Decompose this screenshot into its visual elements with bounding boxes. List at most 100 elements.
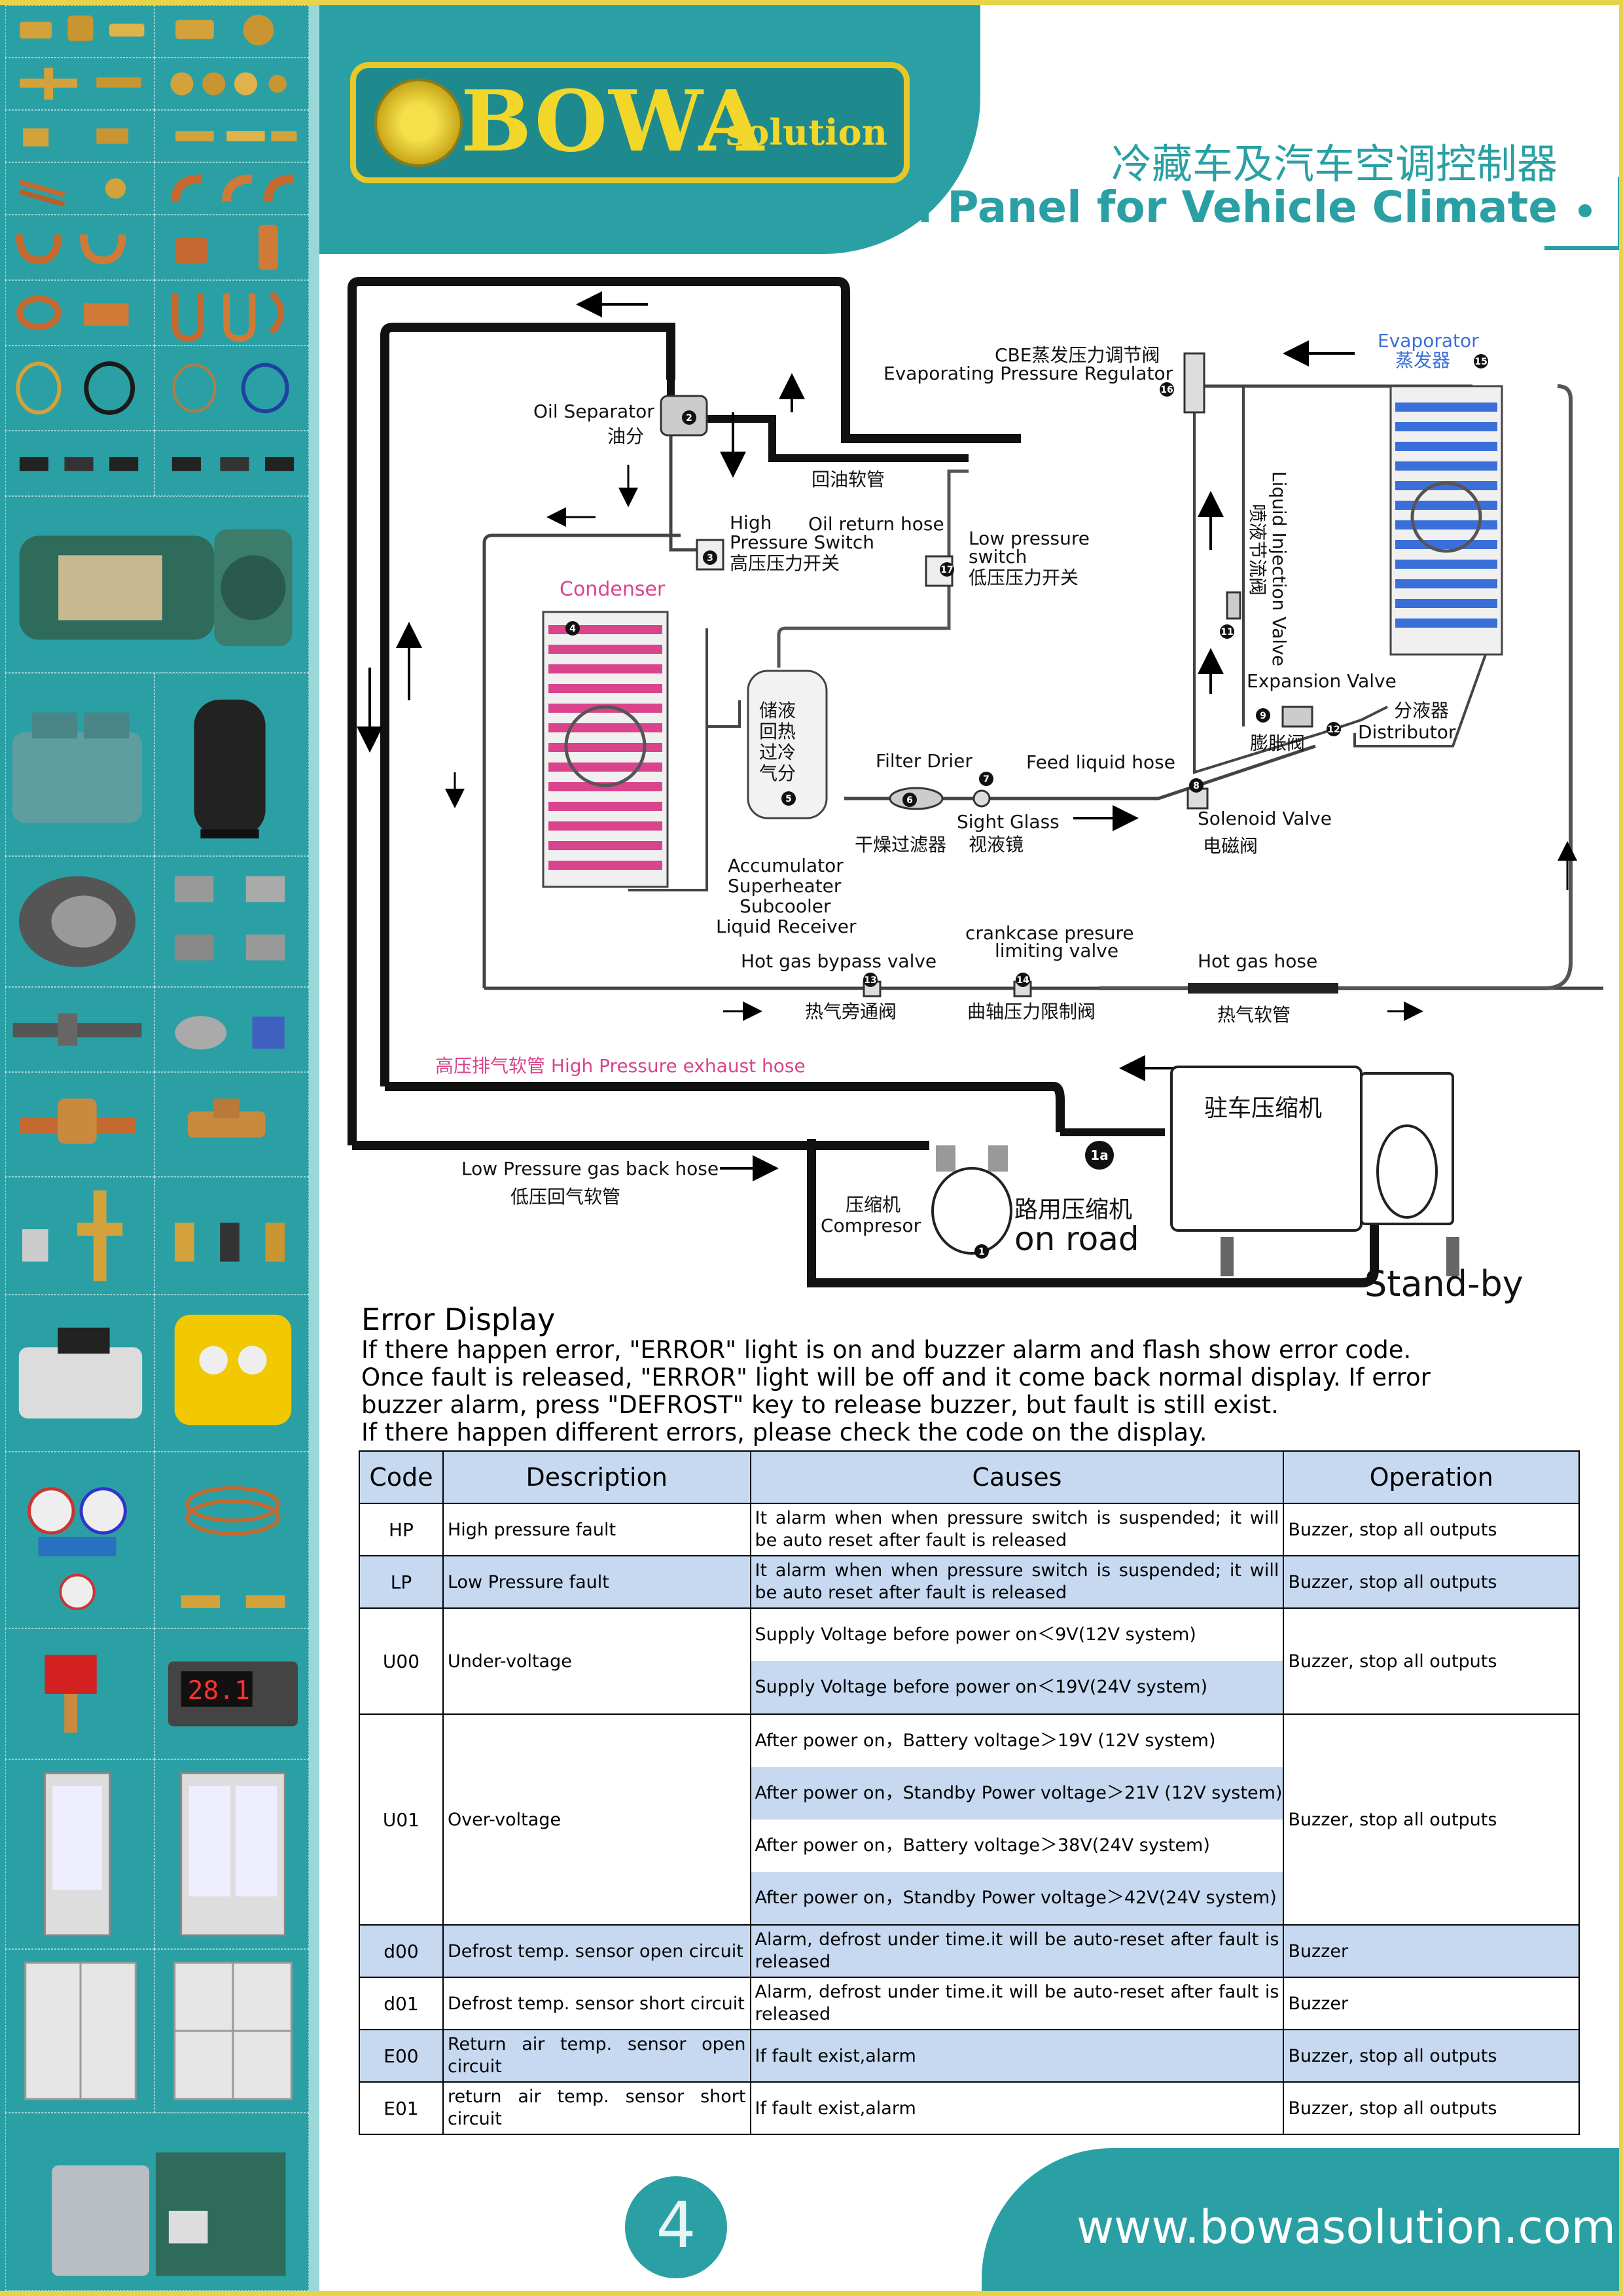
label-compressor-cn: 压缩机 bbox=[846, 1194, 901, 1215]
cell-causes: After power on，Battery voltage＞19V (12V … bbox=[749, 1713, 1285, 1926]
brass-valves-thumb bbox=[154, 110, 309, 162]
label-oil-return: Oil return hose bbox=[808, 513, 944, 535]
cause-text: Alarm, defrost under time.it will be aut… bbox=[755, 1929, 1279, 1972]
cell-code: E01 bbox=[359, 2081, 444, 2135]
logo-word: BOWA bbox=[461, 73, 765, 171]
label-hot-gas-hose-cn: 热气软管 bbox=[1217, 1004, 1291, 1026]
cause-text: Supply Voltage before power on＜19V(24V s… bbox=[751, 1661, 1283, 1713]
label-parking-compressor-cn: 驻车压缩机 bbox=[1204, 1095, 1322, 1122]
valve-plates-thumb bbox=[154, 987, 309, 1072]
label-accumulator-cn-4: 气分 bbox=[759, 762, 796, 784]
marker-8-label: 8 bbox=[1193, 781, 1200, 791]
cell-code: U01 bbox=[359, 1713, 444, 1926]
marker-15-label: 15 bbox=[1474, 357, 1487, 367]
crankshaft-thumb bbox=[5, 987, 154, 1072]
label-oil-return-cn: 回油软管 bbox=[812, 469, 885, 490]
cell-causes: Alarm, defrost under time.it will be aut… bbox=[749, 1924, 1285, 1978]
label-condenser: Condenser bbox=[560, 578, 666, 601]
label-liquid-receiver: Liquid Receiver bbox=[716, 916, 857, 937]
table-row: HP High pressure fault It alarm when whe… bbox=[359, 1503, 1580, 1556]
cell-description: High pressure fault bbox=[442, 1503, 751, 1556]
copper-u-tubes-thumb bbox=[154, 280, 309, 346]
oil-return-pipe bbox=[667, 380, 969, 462]
label-oil-separator-cn: 油分 bbox=[607, 425, 644, 447]
road-compressor-pipe bbox=[807, 1093, 1379, 1287]
manifold-gauge-thumb bbox=[5, 1452, 154, 1628]
label-solenoid-valve-cn: 电磁阀 bbox=[1203, 835, 1258, 857]
capillary-hoses-thumb bbox=[154, 346, 309, 431]
logo-sub: solution bbox=[726, 111, 887, 153]
steel-fridge-thumb bbox=[5, 1949, 154, 2113]
evaporating-pressure-regulator-component bbox=[1183, 352, 1205, 414]
thermostat-display: 28.1 bbox=[188, 1676, 250, 1706]
title-chinese: 冷藏车及汽车空调控制器 bbox=[1111, 140, 1558, 188]
label-evaporator: Evaporator bbox=[1378, 330, 1479, 351]
copper-u-bends-thumb bbox=[5, 215, 154, 280]
bottom-border bbox=[0, 2291, 1623, 2296]
cell-operation: Buzzer, stop all outputs bbox=[1283, 2081, 1580, 2135]
marker-12-label: 12 bbox=[1327, 725, 1340, 735]
product-sidebar: 28.1 bbox=[0, 5, 319, 2291]
error-display-title: Error Display bbox=[361, 1302, 556, 1337]
brass-fittings-thumb bbox=[5, 5, 154, 58]
cause-text: After power on，Standby Power voltage＞21V… bbox=[751, 1767, 1283, 1820]
label-expansion-valve-cn: 膨胀阀 bbox=[1250, 732, 1305, 754]
screw-compressor-thumb bbox=[5, 496, 309, 673]
cell-code: d01 bbox=[359, 1977, 444, 2030]
label-lp-gas-back-hose: Low Pressure gas back hose bbox=[461, 1158, 719, 1179]
table-row: E01 return air temp. sensor short circui… bbox=[359, 2081, 1580, 2135]
cause-text: After power on，Battery voltage＞19V (12V … bbox=[755, 1731, 1216, 1751]
scroll-compressor-thumb bbox=[154, 673, 309, 856]
table-row: d00 Defrost temp. sensor open circuit Al… bbox=[359, 1924, 1580, 1978]
label-accumulator-cn-3: 过冷 bbox=[759, 742, 796, 763]
label-lp-gas-back-hose-cn: 低压回气软管 bbox=[510, 1186, 620, 1208]
glass-door-fridge-thumb bbox=[5, 1759, 154, 1949]
label-crankcase-2: limiting valve bbox=[995, 940, 1118, 961]
error-code-table: Code Description Causes Operation HP Hig… bbox=[359, 1450, 1580, 2135]
four-door-fridge-thumb bbox=[154, 1949, 309, 2113]
cell-operation: Buzzer, stop all outputs bbox=[1283, 2029, 1580, 2083]
label-on-road-cn: 路用压缩机 bbox=[1014, 1196, 1132, 1223]
motor-stator-thumb bbox=[5, 856, 154, 987]
website-link[interactable]: www.bowasolution.com bbox=[1077, 2200, 1616, 2254]
label-hot-gas-bypass: Hot gas bypass valve bbox=[741, 950, 936, 972]
cause-text: After power on，Battery voltage＞38V(24V s… bbox=[755, 1835, 1210, 1856]
label-hp-switch-2: Pressure Switch bbox=[730, 531, 874, 553]
label-subcooler: Subcooler bbox=[740, 895, 831, 917]
label-sight-glass: Sight Glass bbox=[957, 811, 1060, 833]
label-liquid-injection-valve: Liquid Injection Valve bbox=[1268, 471, 1290, 666]
marker-5-label: 5 bbox=[785, 794, 792, 804]
label-accumulator-cn-2: 回热 bbox=[759, 721, 796, 742]
cell-causes: Supply Voltage before power on＜9V(12V sy… bbox=[749, 1607, 1285, 1715]
expansion-valve-thumb bbox=[5, 1177, 154, 1295]
recovery-machine-thumb bbox=[154, 1295, 309, 1452]
marker-1a-label: 1a bbox=[1090, 1147, 1108, 1163]
label-feed-liquid-hose: Feed liquid hose bbox=[1026, 751, 1175, 773]
label-hot-gas-hose: Hot gas hose bbox=[1198, 950, 1317, 972]
thermostat-controller-thumb: 28.1 bbox=[154, 1628, 309, 1759]
cell-code: U00 bbox=[359, 1607, 444, 1715]
cell-code: d00 bbox=[359, 1924, 444, 1978]
logo-emblem-icon bbox=[374, 79, 463, 167]
label-lp-switch-1: Low pressure bbox=[969, 528, 1090, 549]
liquid-injection-valve-component bbox=[1226, 591, 1241, 620]
label-hp-switch-1: High bbox=[730, 512, 772, 533]
label-crankcase-1: crankcase presure bbox=[965, 922, 1134, 944]
bowa-logo[interactable]: BOWA solution bbox=[350, 62, 910, 183]
error-display-line: If there happen error, "ERROR" light is … bbox=[361, 1336, 1412, 1364]
header-causes: Causes bbox=[749, 1450, 1285, 1504]
table-row: U01 Over-voltage After power on，Battery … bbox=[359, 1713, 1580, 1926]
cell-causes: It alarm when when pressure switch is su… bbox=[749, 1503, 1285, 1556]
label-hp-switch-cn: 高压压力开关 bbox=[730, 552, 840, 574]
marker-2-label: 2 bbox=[686, 413, 692, 423]
hp-exhaust-hose-pipe bbox=[385, 1082, 1065, 1132]
cell-operation: Buzzer, stop all outputs bbox=[1283, 1607, 1580, 1715]
copper-rings-thumb bbox=[5, 280, 154, 346]
cause-text: It alarm when when pressure switch is su… bbox=[755, 1560, 1279, 1603]
label-filter-drier: Filter Drier bbox=[876, 750, 972, 772]
check-valve-thumb bbox=[154, 1072, 309, 1177]
error-display-line: Once fault is released, "ERROR" light wi… bbox=[361, 1363, 1431, 1391]
cause-text: It alarm when when pressure switch is su… bbox=[755, 1508, 1279, 1551]
evaporator-component bbox=[1389, 385, 1503, 656]
title-bracket bbox=[1544, 177, 1622, 250]
